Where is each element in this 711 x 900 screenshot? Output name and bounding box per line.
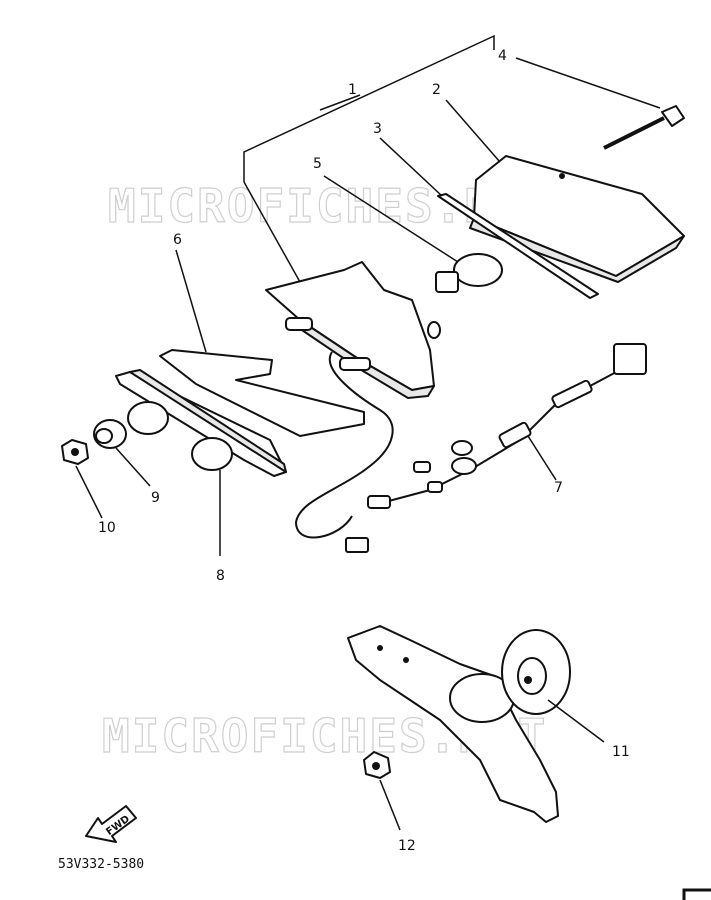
- fwd-arrow-icon: FWD: [85, 805, 137, 843]
- reflector-bracket: [347, 625, 559, 823]
- callout-9: 9: [151, 490, 160, 506]
- callout-4: 4: [498, 48, 507, 64]
- gasket: [379, 137, 599, 299]
- callout-1: 1: [348, 82, 357, 98]
- screw: [515, 57, 685, 150]
- document-code: 53V332-5380: [58, 857, 144, 872]
- callout-6: 6: [173, 232, 182, 248]
- bulb: [323, 175, 503, 293]
- corner-mark: [682, 888, 711, 900]
- reflector: [501, 629, 605, 743]
- collar: [93, 419, 151, 487]
- bracket-plate: [159, 249, 365, 437]
- callout-8: 8: [216, 568, 225, 584]
- callout-7: 7: [554, 480, 563, 496]
- nut: [61, 439, 103, 519]
- callout-5: 5: [313, 156, 322, 172]
- callout-3: 3: [373, 121, 382, 137]
- callout-12: 12: [398, 838, 416, 854]
- callout-2: 2: [432, 82, 441, 98]
- wire-harness: [294, 343, 647, 553]
- reflector-nut: [363, 751, 401, 831]
- base-plate: [115, 369, 287, 556]
- tail-light-housing: [265, 261, 441, 399]
- callout-11: 11: [612, 744, 630, 760]
- assembly-bracket: [243, 34, 495, 283]
- callout-10: 10: [98, 520, 116, 536]
